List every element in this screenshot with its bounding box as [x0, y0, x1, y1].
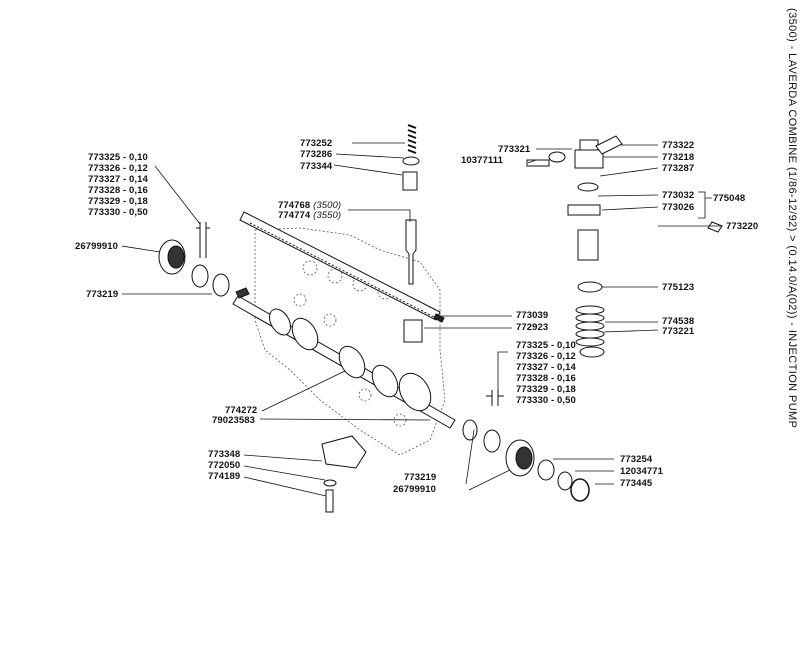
plug [707, 221, 723, 233]
label-camshaft: 774272 [225, 405, 258, 416]
shim-left-4: 773328 - 0,16 [88, 185, 148, 196]
label-spring-seat: 773221 [662, 326, 695, 337]
diagram-title: (3500) - LAVERDA COMBINE (1/86-12/92) > … [786, 8, 798, 429]
label-bearing-left: 26799910 [75, 241, 119, 252]
label-ring-a: 773254 [620, 454, 653, 465]
label-washer: 772050 [208, 460, 241, 471]
label-seal-right: 773219 [404, 472, 437, 483]
rack-rod [405, 219, 417, 285]
label-group: 775048 [713, 193, 746, 204]
rack-3550-note: (3550) [313, 210, 342, 221]
shim-list-left: 773325 - 0,10 773326 - 0,12 773327 - 0,1… [88, 152, 148, 218]
label-valve: 773218 [662, 152, 695, 163]
shim-right-6: 773330 - 0,50 [516, 395, 576, 406]
shim-right-indicator [486, 390, 504, 406]
bush [321, 435, 367, 469]
rack-3500-note: (3500) [313, 200, 342, 211]
plate [577, 281, 603, 293]
label-bolt: 774189 [208, 471, 241, 482]
label-spring-main: 774538 [662, 316, 695, 327]
label-key: 79023583 [212, 415, 256, 426]
shim-right-4: 773328 - 0,16 [516, 373, 576, 384]
seal-left [191, 264, 209, 288]
label-bush: 773348 [208, 449, 241, 460]
label-rack-guide: 772923 [516, 322, 549, 333]
label-clamp-b: 773026 [662, 202, 695, 213]
shim-left-indicator [196, 222, 210, 258]
screw-top [526, 159, 550, 167]
label-gasket: 773287 [662, 163, 695, 174]
shim-left-5: 773329 - 0,18 [88, 196, 148, 207]
label-clamp-a: 773032 [662, 190, 695, 201]
cap [595, 135, 623, 155]
shim-left-2: 773326 - 0,12 [88, 163, 148, 174]
label-tappet-top: 773344 [300, 161, 333, 172]
label-ring-b: 12034771 [620, 466, 664, 477]
label-plug: 773220 [726, 221, 759, 232]
camshaft [232, 287, 456, 429]
label-rack-3550: 774774 (3550) [278, 210, 341, 221]
bearing-left [158, 239, 186, 275]
shim-right-5: 773329 - 0,18 [516, 384, 576, 395]
label-rack-main: 773039 [516, 310, 549, 321]
shim-right-1: 773325 - 0,10 [516, 340, 576, 351]
spring-seat [579, 346, 605, 358]
rack-3500-number: 774768 [278, 200, 311, 211]
seal-right [462, 419, 478, 441]
nut-right [570, 478, 590, 502]
shim-left-1: 773325 - 0,10 [88, 152, 148, 163]
bolt [325, 489, 334, 513]
rack-guide [403, 319, 423, 343]
label-spring-top: 773252 [300, 138, 333, 149]
shim-left-3: 773327 - 0,14 [88, 174, 148, 185]
label-rack-3500: 774768 (3500) [278, 200, 341, 211]
leader-lines [121, 142, 722, 497]
shim-list-right: 773325 - 0,10 773326 - 0,12 773327 - 0,1… [516, 340, 576, 406]
rack-3550-number: 774774 [278, 210, 311, 221]
label-retainer-top: 773286 [300, 149, 333, 160]
barrel [577, 229, 599, 261]
shim-left-6: 773330 - 0,50 [88, 207, 148, 218]
control-rack [239, 211, 445, 323]
tappet-top [402, 171, 418, 191]
label-cap: 773322 [662, 140, 695, 151]
spring-main [575, 305, 605, 347]
clamp [567, 204, 601, 216]
gasket [577, 182, 599, 192]
shim-right-3: 773327 - 0,14 [516, 362, 576, 373]
shim-right-2: 773326 - 0,12 [516, 351, 576, 362]
label-nut: 773445 [620, 478, 653, 489]
label-bearing-right: 26799910 [393, 484, 437, 495]
bearing-right [505, 439, 535, 477]
valve-holder [574, 139, 604, 169]
label-screw-top: 773321 [498, 144, 531, 155]
spring-top [407, 124, 417, 154]
label-plate: 775123 [662, 282, 695, 293]
label-screw-small: 10377111 [461, 155, 504, 166]
label-seal-left: 773219 [86, 289, 119, 300]
